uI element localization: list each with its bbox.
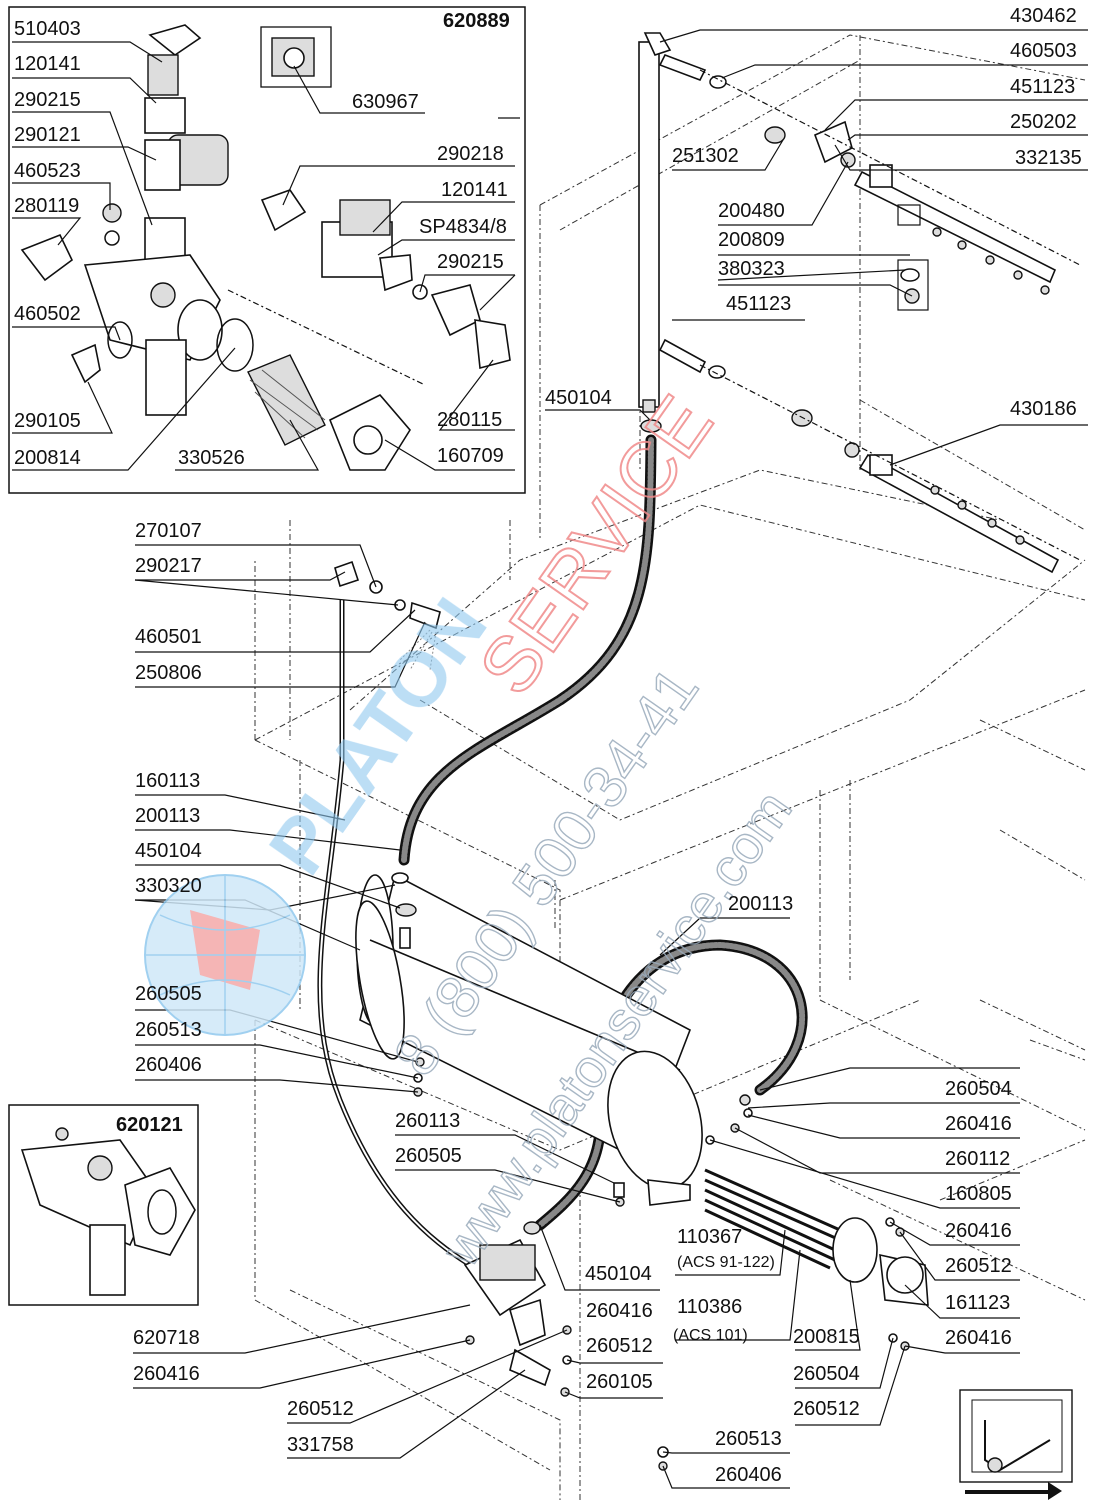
part-label-630967: 630967 xyxy=(352,91,419,113)
part-label-451123: 451123 xyxy=(1010,76,1075,98)
part-label-160805: 160805 xyxy=(945,1183,1012,1205)
part-label-460501: 460501 xyxy=(135,626,202,648)
part-label-110386: 110386 xyxy=(677,1296,742,1318)
part-label-200815: 200815 xyxy=(793,1326,860,1348)
part-label-250806: 250806 xyxy=(135,662,202,684)
leader-lines xyxy=(133,29,1088,1489)
part-label-120141: 120141 xyxy=(14,53,81,75)
part-label-120141: 120141 xyxy=(441,179,508,201)
part-label-260406: 260406 xyxy=(715,1464,782,1486)
vertical-rinse-tube xyxy=(638,32,727,433)
machine-frame xyxy=(254,34,1086,1500)
part-label-260505: 260505 xyxy=(135,983,202,1005)
boiler-tank xyxy=(355,872,703,1206)
part-label-200809: 200809 xyxy=(718,229,785,251)
part-label-450104: 450104 xyxy=(585,1263,652,1285)
part-label-200814: 200814 xyxy=(14,447,81,469)
part-label-290215: 290215 xyxy=(437,251,504,273)
part-label-260513: 260513 xyxy=(715,1428,782,1450)
part-label-290215: 290215 xyxy=(14,89,81,111)
part-label-260416: 260416 xyxy=(586,1300,653,1322)
part-label-620718: 620718 xyxy=(133,1327,200,1349)
part-label--acs-101-: (ACS 101) xyxy=(673,1327,748,1344)
part-label-450104: 450104 xyxy=(545,387,612,409)
part-label-260512: 260512 xyxy=(793,1398,860,1420)
part-label-260512: 260512 xyxy=(586,1335,653,1357)
part-label-460502: 460502 xyxy=(14,303,81,325)
part-label-270107: 270107 xyxy=(135,520,202,542)
part-label-450104: 450104 xyxy=(135,840,202,862)
part-label-250202: 250202 xyxy=(1010,111,1077,133)
machine-location-icon xyxy=(959,1389,1073,1500)
lower-spray-arm xyxy=(791,409,1060,574)
solenoid-valve-icon xyxy=(260,189,511,370)
part-label-290121: 290121 xyxy=(14,124,81,146)
part-label-260416: 260416 xyxy=(945,1113,1012,1135)
inlet-body-icon xyxy=(20,203,254,416)
part-label-200113: 200113 xyxy=(728,893,793,915)
inset-620121-box: 620121 xyxy=(8,1104,199,1306)
filter-icon xyxy=(247,354,411,471)
part-label-510403: 510403 xyxy=(14,18,81,40)
part-label-160709: 160709 xyxy=(437,445,504,467)
part-label-460523: 460523 xyxy=(14,160,81,182)
part-label-260416: 260416 xyxy=(945,1220,1012,1242)
part-label-260512: 260512 xyxy=(945,1255,1012,1277)
part-label-260504: 260504 xyxy=(945,1078,1012,1100)
part-label-430186: 430186 xyxy=(1010,398,1077,420)
inset-620889-box: 620889 xyxy=(8,6,526,494)
part-labels: 510403 120141 290215 290121 460523 280119 4605… xyxy=(14,5,1082,1486)
part-label-332135: 332135 xyxy=(1015,147,1082,169)
part-label-290217: 290217 xyxy=(135,555,202,577)
part-label-290218: 290218 xyxy=(437,143,504,165)
part-label-260513: 260513 xyxy=(135,1019,202,1041)
part-label-290105: 290105 xyxy=(14,410,81,432)
watermark: PLATON SERVICE 8 (800) 500-34-41 www.pla… xyxy=(144,379,804,1278)
part-label-sp4834-8: SP4834/8 xyxy=(419,216,507,238)
direction-arrow-icon xyxy=(965,1482,1062,1500)
part-label-280115: 280115 xyxy=(437,409,502,431)
part-label-260505: 260505 xyxy=(395,1145,462,1167)
inset-620889-code: 620889 xyxy=(443,10,510,32)
part-label-260113: 260113 xyxy=(395,1110,460,1132)
part-label-200113: 200113 xyxy=(135,805,200,827)
part-label-110367: 110367 xyxy=(677,1226,742,1248)
part-label-330320: 330320 xyxy=(135,875,202,897)
part-label-330526: 330526 xyxy=(178,447,245,469)
water-valve-icon xyxy=(144,24,229,264)
part-label-280119: 280119 xyxy=(14,195,79,217)
part-label-251302: 251302 xyxy=(672,145,739,167)
part-label-460503: 460503 xyxy=(1010,40,1077,62)
part-label-260416: 260416 xyxy=(133,1363,200,1385)
part-label-260406: 260406 xyxy=(135,1054,202,1076)
part-label-380323: 380323 xyxy=(718,258,785,280)
part-label-331758: 331758 xyxy=(287,1434,354,1456)
part-label-200480: 200480 xyxy=(718,200,785,222)
part-label-260105: 260105 xyxy=(586,1371,653,1393)
part-label-430462: 430462 xyxy=(1010,5,1077,27)
part-label-161123: 161123 xyxy=(945,1292,1010,1314)
inset-620121-code: 620121 xyxy=(116,1114,183,1136)
part-label-260504: 260504 xyxy=(793,1363,860,1385)
upper-spray-arm xyxy=(764,120,1057,311)
part-label-160113: 160113 xyxy=(135,770,200,792)
heating-element xyxy=(704,1168,929,1306)
solenoid-valve-620718 xyxy=(463,1221,551,1387)
part-label-451123: 451123 xyxy=(726,293,791,315)
part-label-260112: 260112 xyxy=(945,1148,1010,1170)
part-label--acs-91-122-: (ACS 91-122) xyxy=(677,1254,775,1271)
part-label-260416: 260416 xyxy=(945,1327,1012,1349)
part-label-260512: 260512 xyxy=(287,1398,354,1420)
